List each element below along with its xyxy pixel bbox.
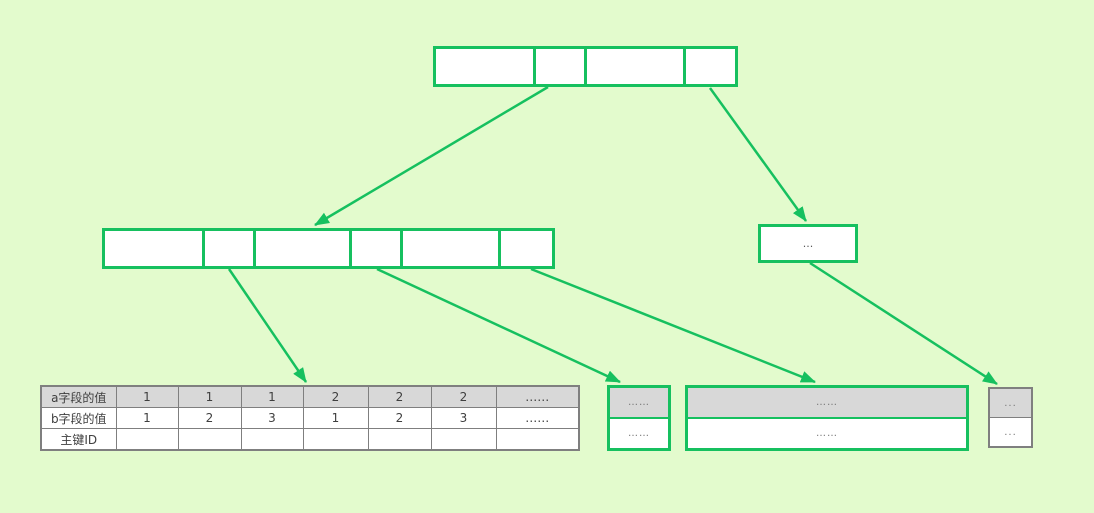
table-cell: …… <box>495 407 580 429</box>
row-label: b字段的值 <box>40 407 117 429</box>
table-cell: 2 <box>430 385 497 408</box>
arrow-root-to-ellipsis <box>708 87 808 222</box>
leaf-cell: ... <box>990 389 1031 418</box>
row-label: a字段的值 <box>40 385 117 408</box>
table-cell <box>495 428 580 451</box>
ellipsis-node: ... <box>758 224 858 263</box>
table-row-field-a: a字段的值 1 1 1 2 2 2 …… <box>40 385 580 408</box>
internal-node-cell <box>352 231 404 266</box>
table-cell: 2 <box>367 407 432 429</box>
internal-node-cell <box>256 231 353 266</box>
leaf-data-table: a字段的值 1 1 1 2 2 2 …… b字段的值 1 2 3 1 2 3 …… <box>40 385 580 451</box>
table-cell: 1 <box>115 385 179 408</box>
table-row-primary-key: 主键ID <box>40 428 580 451</box>
leaf-cell: …… <box>610 388 668 419</box>
leaf-node-wide: …… …… <box>685 385 969 451</box>
internal-node-cell <box>501 231 552 266</box>
table-cell: 3 <box>240 407 304 429</box>
table-cell <box>302 428 369 451</box>
table-cell: 1 <box>302 407 369 429</box>
table-cell <box>367 428 432 451</box>
row-label: 主键ID <box>40 428 117 451</box>
leaf-cell: …… <box>816 428 838 439</box>
table-cell: 3 <box>430 407 497 429</box>
leaf-cell: ... <box>1004 426 1017 438</box>
internal-node-cell <box>403 231 502 266</box>
table-cell <box>240 428 304 451</box>
table-cell <box>177 428 242 451</box>
ellipsis-node-label: ... <box>802 237 814 250</box>
internal-node-cell <box>205 231 256 266</box>
root-node-cell <box>536 49 587 84</box>
arrow-ellipsis-to-leaf-gray <box>809 261 998 386</box>
table-cell: 2 <box>177 407 242 429</box>
leaf-cell: …… <box>628 428 650 439</box>
table-cell: 1 <box>115 407 179 429</box>
root-node-cell <box>587 49 686 84</box>
table-cell: …… <box>495 385 580 408</box>
table-cell <box>430 428 497 451</box>
internal-node <box>102 228 555 269</box>
table-row-field-b: b字段的值 1 2 3 1 2 3 …… <box>40 407 580 429</box>
table-cell: 1 <box>177 385 242 408</box>
leaf-node-small: …… …… <box>607 385 671 451</box>
leaf-node-gray: ... ... <box>988 387 1033 448</box>
arrow-root-to-internal <box>314 85 549 227</box>
table-cell: 2 <box>302 385 369 408</box>
arrow-internal-to-leaf-small <box>376 267 621 384</box>
table-cell: 2 <box>367 385 432 408</box>
internal-node-cell <box>105 231 206 266</box>
table-cell: 1 <box>240 385 304 408</box>
arrow-internal-to-leaf-wide <box>530 267 816 384</box>
leaf-cell: …… <box>688 388 966 419</box>
arrow-internal-to-table <box>227 268 308 383</box>
root-node-cell <box>436 49 536 84</box>
root-node <box>433 46 738 87</box>
root-node-cell <box>686 49 735 84</box>
table-cell <box>115 428 179 451</box>
